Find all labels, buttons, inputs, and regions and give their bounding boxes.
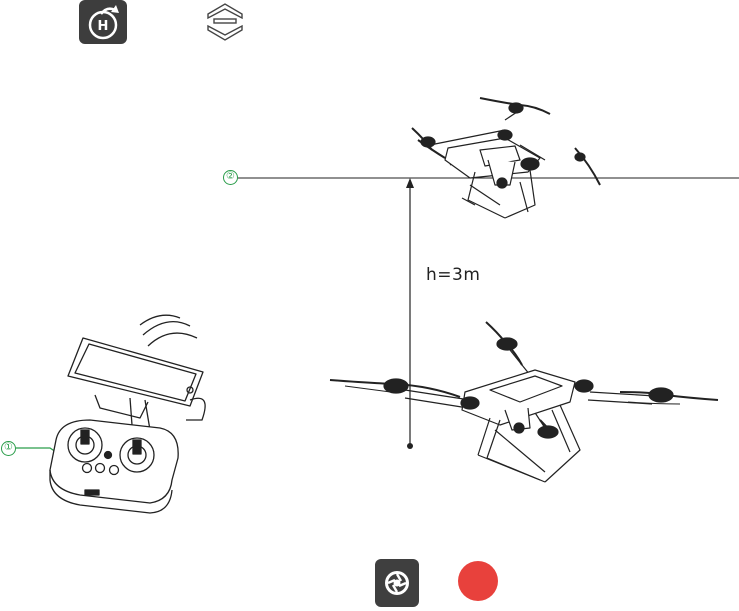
height-label: h=3m	[426, 265, 480, 285]
height-arrow-origin	[407, 443, 413, 449]
auto-land-button[interactable]	[200, 0, 250, 44]
camera-shutter-icon	[375, 559, 419, 607]
auto-land-icon	[200, 0, 250, 44]
marker-1: ①	[1, 441, 16, 456]
height-arrow-head	[406, 178, 414, 188]
camera-shutter-button[interactable]	[375, 559, 419, 607]
marker-2: ②	[223, 170, 238, 185]
drone-hovering	[412, 98, 600, 218]
remote-controller	[50, 315, 205, 513]
drone-landed	[330, 322, 718, 482]
return-to-home-icon: H	[79, 0, 127, 44]
record-button[interactable]	[458, 561, 498, 601]
return-to-home-button[interactable]: H	[79, 0, 127, 44]
svg-text:H: H	[98, 19, 109, 34]
